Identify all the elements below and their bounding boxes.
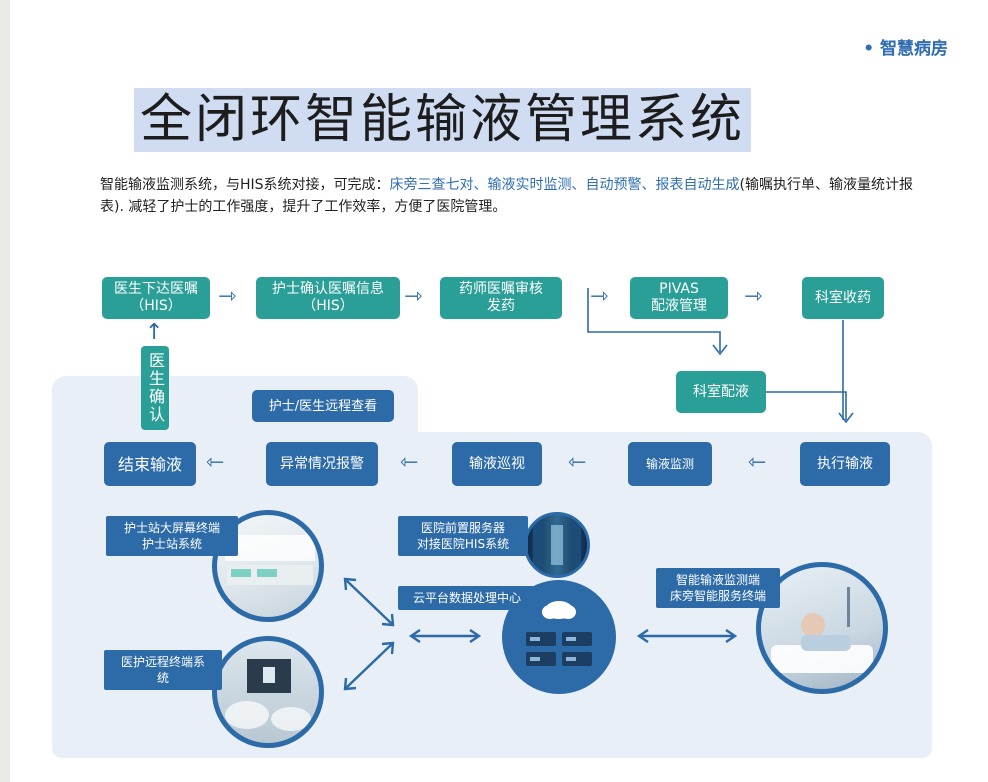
remote-view-label: 护士/医生远程查看 (252, 390, 394, 422)
remote-terminal-photo (212, 636, 324, 748)
intro-text-2: (输嘱执行单、输液量统计报表). 减轻了护士的工作强度，提升了工作效率，方便了医… (100, 177, 914, 215)
branch-arrowhead (712, 344, 728, 356)
server-room-photo (524, 512, 590, 578)
arrow-left-icon: ⇽ (568, 450, 587, 475)
intro-paragraph: 智能输液监测系统，与HIS系统对接，可完成：床旁三查七对、输液实时监测、自动预警… (100, 174, 930, 218)
flow-monitor: 输液监测 (628, 442, 712, 486)
flow-abnormal: 异常情况报警 (266, 442, 378, 486)
flow-patrol: 输液巡视 (452, 442, 542, 486)
cloud-center-label: 云平台数据处理中心 (398, 586, 536, 610)
server-rack-icon (533, 521, 581, 569)
arrow-left-icon: ⇽ (206, 450, 225, 475)
flow-pharmacist: 药师医嘱审核发药 (440, 277, 562, 319)
flow-dept-mix: 科室配液 (676, 371, 766, 413)
section-tag: • 智慧病房 (863, 39, 948, 59)
arrow-right-icon: ⇾ (590, 284, 609, 309)
flow-execute: 执行输液 (800, 442, 890, 486)
to-execute-arrowhead (838, 412, 854, 424)
flow-doctor-order: 医生下达医嘱（HIS） (102, 277, 210, 319)
flow-doctor-confirm: 医生确认 (141, 346, 169, 430)
arrow-right-icon: ⇾ (404, 284, 423, 309)
remote-terminal-label: 医护远程终端系统 (104, 650, 222, 690)
nurse-station-scene-icon (225, 535, 315, 585)
arrow-left-icon: ⇽ (748, 450, 767, 475)
bedside-label: 智能输液监测端床旁智能服务终端 (656, 568, 780, 608)
arrow-right-icon: ⇾ (744, 284, 763, 309)
arrow-up-icon: ↑ (145, 320, 164, 345)
flow-nurse-confirm: 护士确认医嘱信息（HIS） (256, 277, 400, 319)
arrow-right-icon: ⇾ (218, 284, 237, 309)
remote-terminal-scene-icon (225, 659, 311, 731)
front-server-label: 医院前置服务器对接医院HIS系统 (398, 516, 528, 556)
to-execute-line (766, 391, 847, 420)
branch-line (587, 288, 721, 352)
cloud-server-icon (526, 601, 592, 666)
nurse-station-label: 护士站大屏幕终端护士站系统 (106, 516, 238, 556)
page-title: 全闭环智能输液管理系统 (134, 88, 752, 152)
patient-bed-icon (771, 587, 873, 673)
cloud-center-graphic (502, 580, 616, 694)
flow-end: 结束输液 (104, 442, 196, 486)
arrow-left-icon: ⇽ (400, 450, 419, 475)
intro-highlight: 床旁三查七对、输液实时监测、自动预警、报表自动生成 (389, 177, 740, 193)
intro-text-1: 智能输液监测系统，与HIS系统对接，可完成： (100, 177, 390, 193)
flow-dept-receive: 科室收药 (802, 277, 884, 319)
left-edge-strip (0, 0, 10, 782)
